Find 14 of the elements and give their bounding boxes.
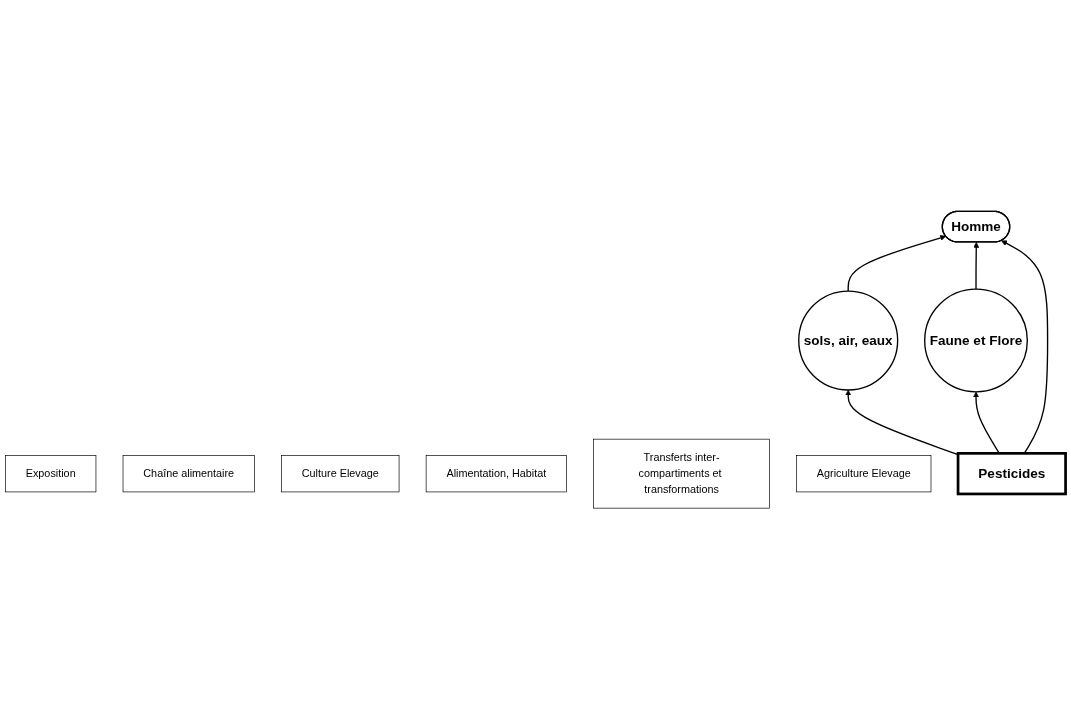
arrow (847, 234, 947, 292)
node-box: Pesticides (956, 451, 1067, 496)
arrow (845, 389, 959, 455)
node-box: Chaîne alimentaire (122, 454, 255, 492)
node-circle: Faune et Flore (924, 288, 1028, 393)
node-box: Alimentation, Habitat (425, 454, 567, 492)
node-box: Culture Elevage (281, 454, 400, 492)
arrow (1001, 240, 1049, 454)
arrow (973, 241, 980, 290)
node-circle: sols, air, eaux (798, 290, 899, 391)
node-box: Transferts inter-compartiments et transformations (593, 438, 770, 509)
node-box: Agriculture Elevage (796, 454, 932, 492)
node-box: Exposition (5, 454, 97, 492)
arrow (973, 391, 1000, 454)
